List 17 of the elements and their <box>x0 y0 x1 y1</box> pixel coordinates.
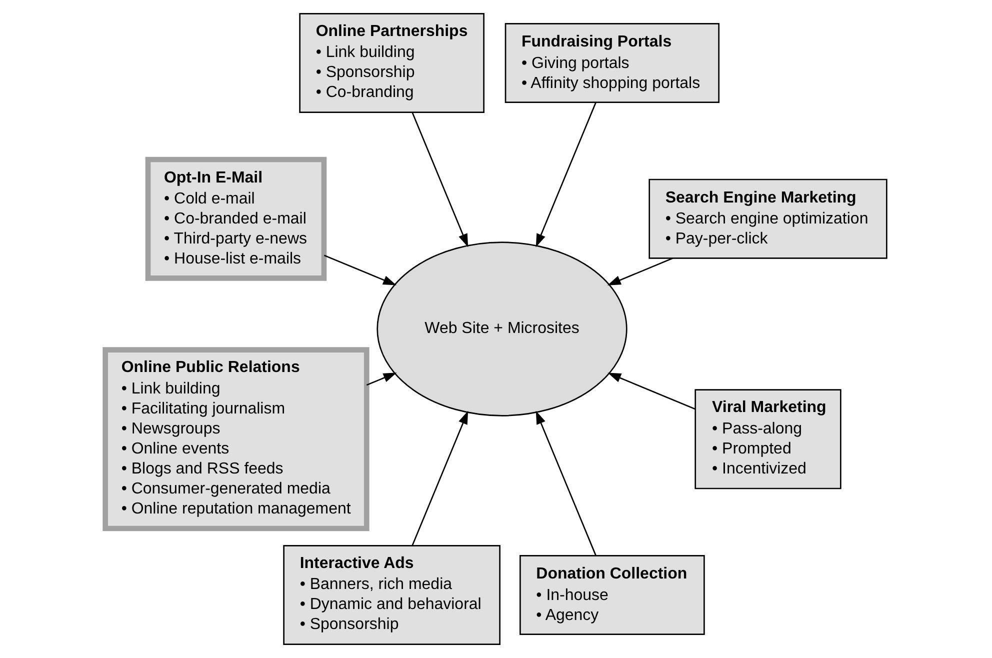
arrow <box>536 102 596 248</box>
arrow <box>412 112 468 248</box>
node-box: Search Engine Marketing • Search engine optimization • Pay-per-click <box>648 178 888 259</box>
arrow <box>324 254 396 286</box>
node-box: Online Partnerships • Link building • Sponsorship • Co-branding <box>299 13 484 113</box>
node-box: Donation Collection • In-house • Agency <box>520 555 705 635</box>
node-box: Viral Marketing • Pass-along • Prompted • Incentivized <box>694 389 842 490</box>
arrow <box>608 372 696 410</box>
node-box: Interactive Ads • Banners, rich media • Dynamic and behavioral • Sponsorship <box>283 545 500 645</box>
arrow <box>366 372 397 386</box>
node-box: Fundraising Portals • Giving portals • Affinity shopping portals <box>504 23 720 103</box>
arrow <box>536 410 596 556</box>
arrow <box>607 258 673 286</box>
arrow <box>412 410 468 546</box>
node-ellipse: Web Site + Microsites <box>376 242 628 416</box>
node-box: Opt-In E-Mail • Cold e-mail • Co-branded e-mail • Third-party e-news • House-list e-mails <box>145 156 327 281</box>
node-box: Online Public Relations • Link building • Facilitating journalism • Newsgroups • Online events • Blogs and RSS feeds • Consumer-generated media • Online reputation management <box>102 347 370 532</box>
